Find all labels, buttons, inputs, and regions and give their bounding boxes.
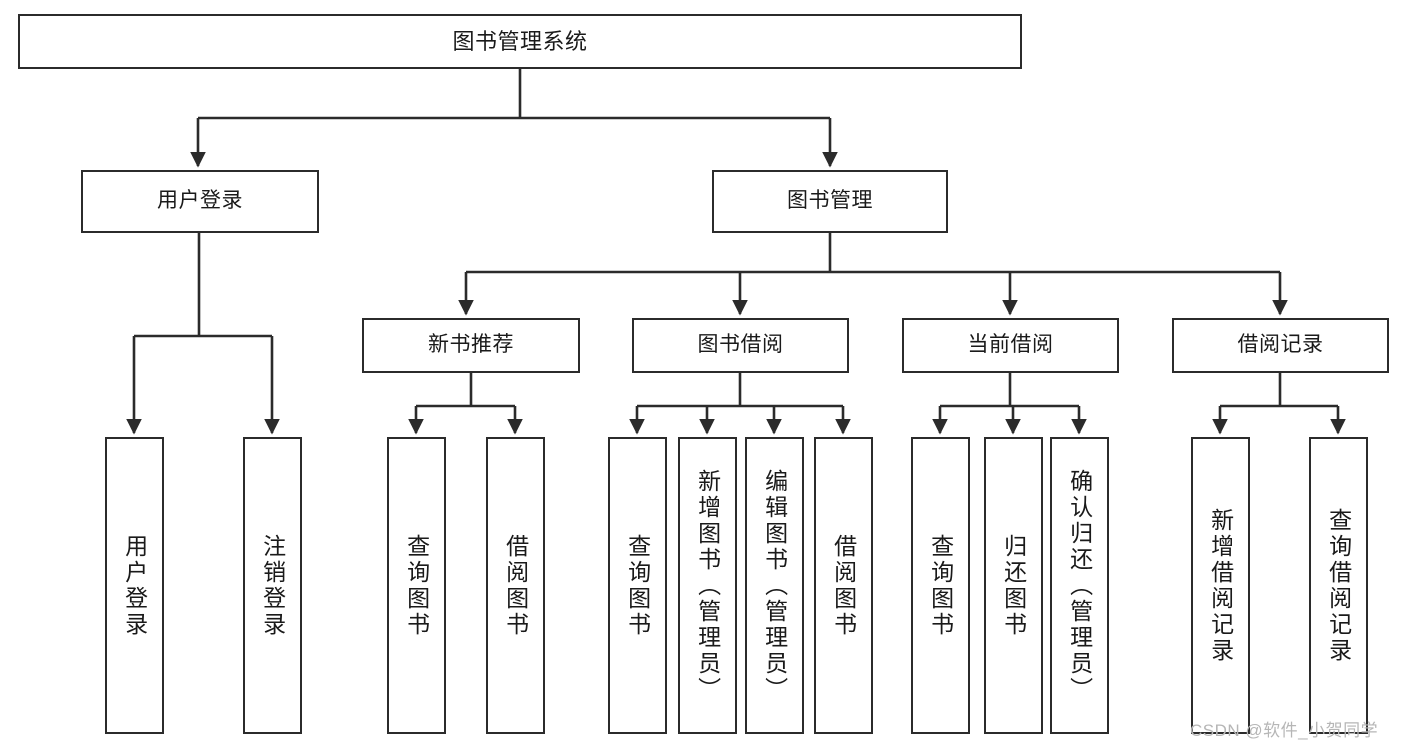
node-leaf-return-book-label: 归还图书 (1000, 533, 1027, 638)
node-leaf-query-book-2[interactable]: 查询图书 (608, 437, 667, 734)
node-leaf-edit-book-admin-label: 编辑图书（管理员） (761, 468, 788, 703)
node-leaf-add-borrow-record[interactable]: 新增借阅记录 (1191, 437, 1250, 734)
node-leaf-logout[interactable]: 注销登录 (243, 437, 302, 734)
node-leaf-user-login[interactable]: 用户登录 (105, 437, 164, 734)
node-book-borrow-label: 图书借阅 (697, 333, 784, 357)
node-user-login-label: 用户登录 (157, 189, 243, 213)
node-leaf-add-borrow-record-label: 新增借阅记录 (1207, 507, 1234, 664)
node-new-book-recommend-label: 新书推荐 (428, 333, 514, 357)
node-leaf-borrow-book-1[interactable]: 借阅图书 (486, 437, 545, 734)
node-current-borrow[interactable]: 当前借阅 (902, 318, 1119, 373)
node-leaf-borrow-book-1-label: 借阅图书 (502, 533, 529, 638)
node-leaf-user-login-label: 用户登录 (121, 533, 148, 638)
node-root-label: 图书管理系统 (452, 28, 588, 54)
node-root[interactable]: 图书管理系统 (18, 14, 1022, 69)
node-user-login[interactable]: 用户登录 (81, 170, 319, 233)
node-leaf-add-book-admin-label: 新增图书（管理员） (694, 468, 721, 703)
node-leaf-query-book-2-label: 查询图书 (624, 533, 651, 638)
node-book-manage-label: 图书管理 (787, 189, 873, 213)
node-leaf-logout-label: 注销登录 (259, 533, 286, 638)
node-leaf-query-book-3-label: 查询图书 (927, 533, 954, 638)
node-borrow-record[interactable]: 借阅记录 (1172, 318, 1389, 373)
node-leaf-query-borrow-record-label: 查询借阅记录 (1325, 507, 1352, 664)
node-leaf-edit-book-admin[interactable]: 编辑图书（管理员） (745, 437, 804, 734)
node-leaf-confirm-return-admin-label: 确认归还（管理员） (1066, 468, 1093, 703)
node-leaf-return-book[interactable]: 归还图书 (984, 437, 1043, 734)
node-leaf-borrow-book-2[interactable]: 借阅图书 (814, 437, 873, 734)
node-current-borrow-label: 当前借阅 (967, 333, 1054, 357)
node-borrow-record-label: 借阅记录 (1237, 333, 1324, 357)
node-leaf-borrow-book-2-label: 借阅图书 (830, 533, 857, 638)
node-leaf-add-book-admin[interactable]: 新增图书（管理员） (678, 437, 737, 734)
node-leaf-query-book-1[interactable]: 查询图书 (387, 437, 446, 734)
node-leaf-query-borrow-record[interactable]: 查询借阅记录 (1309, 437, 1368, 734)
node-leaf-confirm-return-admin[interactable]: 确认归还（管理员） (1050, 437, 1109, 734)
node-leaf-query-book-1-label: 查询图书 (403, 533, 430, 638)
node-leaf-query-book-3[interactable]: 查询图书 (911, 437, 970, 734)
node-book-borrow[interactable]: 图书借阅 (632, 318, 849, 373)
node-new-book-recommend[interactable]: 新书推荐 (362, 318, 580, 373)
watermark: CSDN @软件_小贺同学 (1190, 721, 1379, 740)
node-book-manage[interactable]: 图书管理 (712, 170, 948, 233)
